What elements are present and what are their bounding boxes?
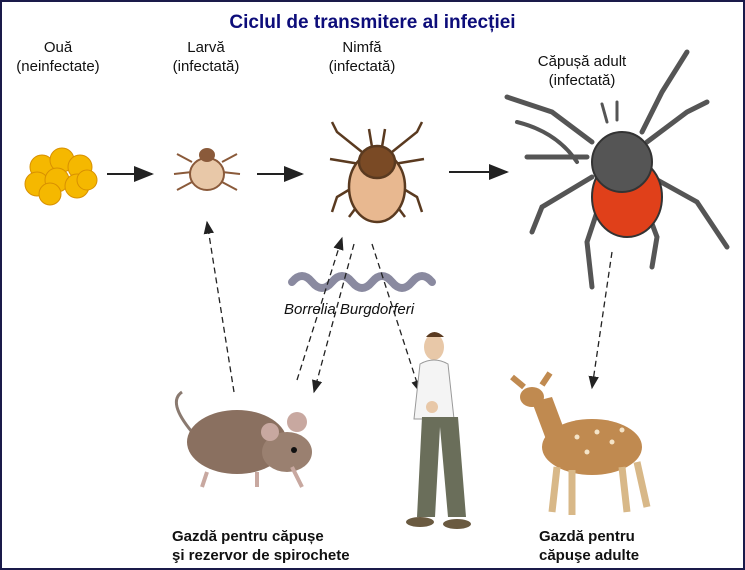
caption-line: Gazdă pentru: [539, 528, 635, 545]
deer-caption: Gazdă pentru căpuşe adulte: [539, 527, 639, 565]
mouse-icon: [174, 390, 312, 488]
caption-line: şi rezervor de spirochete: [172, 547, 350, 564]
stage-label-larva: Larvă (infectată): [152, 38, 260, 76]
diagram-title: Ciclul de transmitere al infecției: [229, 12, 516, 33]
stage-name: Ouă: [43, 39, 73, 56]
stage-label-eggs: Ouă (neinfectate): [4, 38, 112, 76]
transmission-arrows: [203, 220, 613, 394]
adult-tick-icon: [504, 49, 730, 290]
nymph-tick-icon: [329, 121, 425, 224]
stage-name: Căpușă adult: [537, 53, 627, 70]
stage-status: (neinfectate): [16, 58, 100, 75]
stage-arrows: [107, 164, 509, 182]
stage-label-adult: Căpușă adult (infectată): [517, 52, 647, 90]
stage-status: (infectată): [172, 58, 240, 75]
eggs-icon: [24, 147, 98, 206]
stage-name: Nimfă: [342, 39, 382, 56]
stage-label-nymph: Nimfă (infectată): [307, 38, 417, 76]
stage-status: (infectată): [548, 72, 616, 89]
spirochete-icon: [288, 272, 436, 292]
mouse-caption: Gazdă pentru căpușe şi rezervor de spiro…: [172, 527, 350, 565]
larva-tick-icon: [173, 148, 241, 191]
stage-status: (infectată): [328, 58, 396, 75]
man-icon: [406, 332, 471, 529]
bacterium-label: Borrelia Burgdorferi: [284, 301, 415, 318]
deer-icon: [510, 371, 651, 515]
caption-line: căpuşe adulte: [539, 547, 640, 564]
caption-line: Gazdă pentru căpușe: [172, 528, 324, 545]
stage-name: Larvă: [187, 39, 225, 56]
